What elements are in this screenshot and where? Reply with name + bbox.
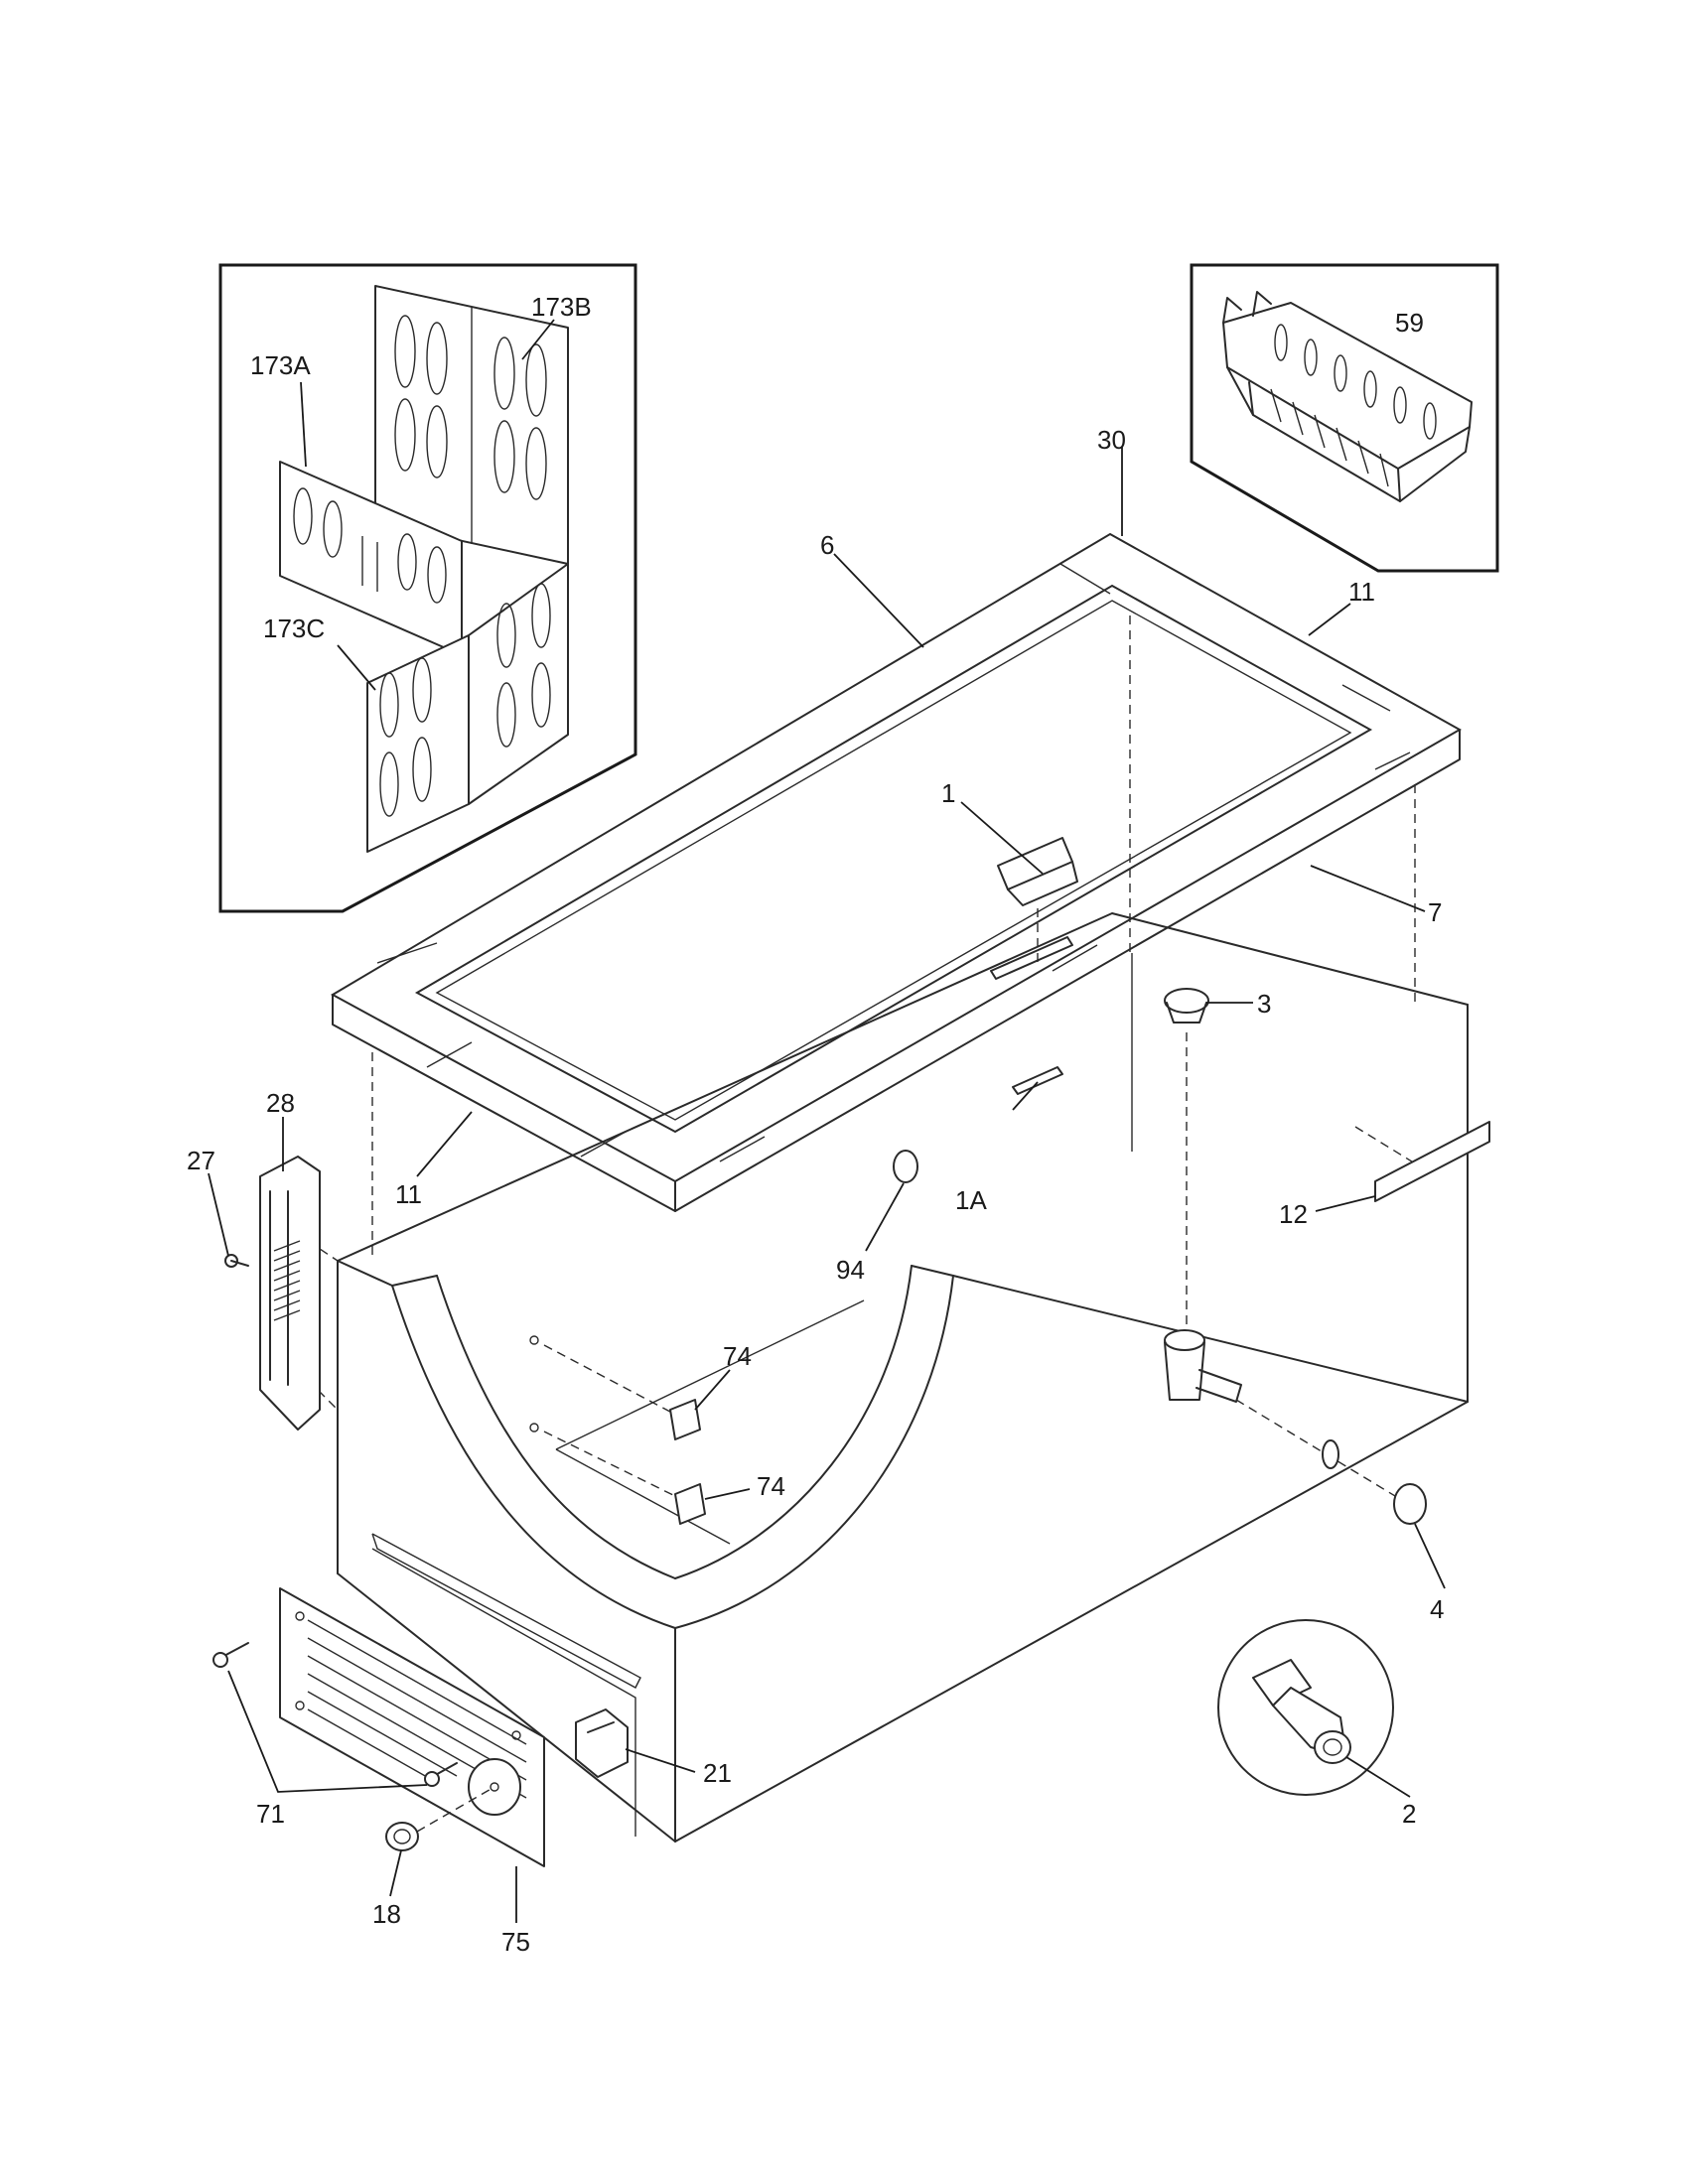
callout-74-top: 74	[723, 1341, 752, 1371]
drain-tube	[1164, 1329, 1242, 1403]
callout-4: 4	[1430, 1594, 1444, 1624]
divider-inset	[218, 263, 637, 913]
basket-inset-frame	[1190, 263, 1499, 573]
callout-74-bottom: 74	[757, 1471, 785, 1501]
callout-30: 30	[1097, 425, 1126, 455]
callout-28: 28	[266, 1088, 295, 1118]
basket-inset	[1190, 263, 1499, 573]
callout-173a: 173A	[250, 350, 311, 380]
callout-18: 18	[372, 1899, 401, 1929]
callout-12: 12	[1279, 1199, 1308, 1229]
callout-1: 1	[941, 778, 955, 808]
basket	[1222, 291, 1473, 502]
callout-7: 7	[1428, 897, 1442, 927]
divider-panel-173b	[374, 285, 569, 565]
gasket-frame-inner	[414, 584, 1373, 1134]
shelf-clip-74-bottom	[529, 1423, 706, 1525]
drain-fitting-detail	[1217, 1619, 1394, 1796]
callout-6: 6	[820, 530, 834, 560]
drain-gasket-ring	[1322, 1439, 1339, 1469]
cabinet-tape-12	[1374, 1121, 1490, 1202]
callout-11-left: 11	[395, 1179, 422, 1209]
divider-inset-frame	[218, 263, 637, 913]
callout-59: 59	[1395, 308, 1424, 338]
item-94	[893, 1150, 918, 1183]
knob-18	[385, 1822, 419, 1851]
divider-panel-173c	[366, 563, 569, 853]
callout-75: 75	[501, 1927, 530, 1957]
callout-173b: 173B	[531, 292, 592, 322]
callout-21: 21	[703, 1758, 732, 1788]
callout-labels: 173B 173A 173C 59 30 6 11 1 7 3 28 27 11…	[187, 292, 1444, 1957]
drain-fitting-callout-circle	[1217, 1619, 1394, 1796]
callout-11-top: 11	[1348, 577, 1375, 607]
drain-cap-3	[1164, 988, 1209, 1024]
callout-27: 27	[187, 1146, 215, 1175]
lid-gasket-assembly	[330, 532, 1463, 1212]
callout-3: 3	[1257, 989, 1271, 1019]
callout-2: 2	[1402, 1799, 1416, 1829]
lid-handle	[997, 837, 1078, 906]
cabinet-cutaway	[391, 1285, 676, 1629]
thermostat-switch-21	[575, 1708, 629, 1778]
callout-1a: 1A	[955, 1185, 987, 1215]
lid-hinge	[224, 1156, 321, 1431]
callout-71: 71	[256, 1799, 285, 1829]
drain-plug-4	[1393, 1483, 1427, 1525]
lid-latch-plate	[990, 936, 1073, 980]
callout-173c: 173C	[263, 614, 325, 643]
front-grille-assembly	[212, 1533, 641, 1867]
cabinet	[307, 615, 1490, 1843]
leader-lines	[208, 319, 1446, 1923]
shelf-clip-74-top	[529, 1335, 701, 1440]
clip-1a	[1012, 1066, 1063, 1095]
callout-94: 94	[836, 1255, 865, 1285]
